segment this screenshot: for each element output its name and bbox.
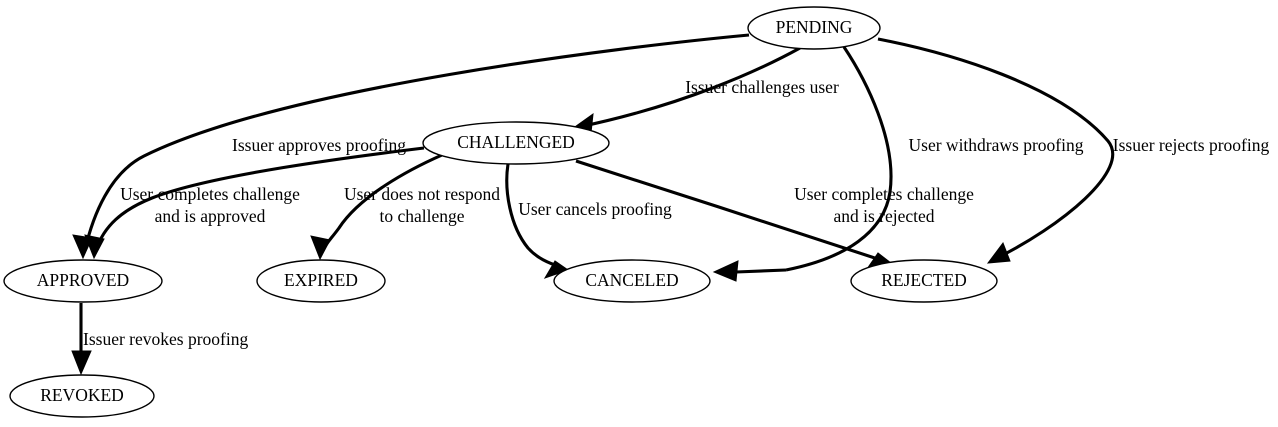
edge-pending-rejected-arrowhead bbox=[986, 241, 1011, 264]
edge-label-pending-rejected: Issuer rejects proofing bbox=[1113, 135, 1270, 155]
edge-label-approved-revoked: Issuer revokes proofing bbox=[83, 329, 248, 349]
edge-label-challenged-rejected-line2: and is rejected bbox=[833, 206, 934, 226]
node-expired[interactable]: EXPIRED bbox=[256, 259, 386, 303]
node-revoked-shape bbox=[9, 374, 155, 418]
node-approved-shape bbox=[3, 259, 163, 303]
edge-challenged-approved-arrowhead bbox=[84, 234, 105, 260]
edge-label-challenged-approved-line1: User completes challenge bbox=[120, 184, 300, 204]
edge-pending-rejected-path bbox=[877, 37, 1115, 261]
node-rejected-shape bbox=[850, 259, 998, 303]
edge-pending-canceled-path bbox=[785, 46, 893, 272]
node-challenged-shape bbox=[422, 121, 610, 165]
node-challenged[interactable]: CHALLENGED bbox=[422, 121, 610, 165]
node-rejected-label: REJECTED bbox=[881, 270, 967, 290]
edge-label-challenged-canceled: User cancels proofing bbox=[518, 199, 672, 219]
edge-label-challenged-expired-line1: User does not respond bbox=[344, 184, 500, 204]
node-challenged-label: CHALLENGED bbox=[457, 132, 575, 152]
node-expired-label: EXPIRED bbox=[284, 270, 358, 290]
edge-challenged-rejected[interactable]: User completes challenge and is rejected bbox=[575, 159, 974, 270]
edge-pending-approved-path bbox=[83, 33, 750, 251]
node-pending-label: PENDING bbox=[776, 17, 853, 37]
edge-challenged-rejected-path bbox=[575, 159, 885, 263]
edge-challenged-approved-path bbox=[94, 146, 425, 251]
edge-pending-canceled-path-tail bbox=[735, 268, 787, 274]
edge-label-challenged-rejected-line1: User completes challenge bbox=[794, 184, 974, 204]
node-canceled[interactable]: CANCELED bbox=[553, 259, 711, 303]
edge-label-challenged-approved-line2: and is approved bbox=[155, 206, 266, 226]
edge-approved-revoked[interactable]: Issuer revokes proofing bbox=[71, 303, 248, 376]
node-rejected[interactable]: REJECTED bbox=[850, 259, 998, 303]
node-pending-shape bbox=[747, 6, 881, 50]
node-canceled-shape bbox=[553, 259, 711, 303]
edge-challenged-expired-arrowhead bbox=[310, 235, 331, 261]
edge-challenged-canceled[interactable]: User cancels proofing bbox=[505, 163, 672, 279]
node-approved[interactable]: APPROVED bbox=[3, 259, 163, 303]
edge-challenged-approved[interactable]: User completes challenge and is approved bbox=[84, 146, 425, 260]
node-expired-shape bbox=[256, 259, 386, 303]
edge-challenged-canceled-arrowhead bbox=[543, 260, 570, 279]
node-approved-label: APPROVED bbox=[37, 270, 129, 290]
node-pending[interactable]: PENDING bbox=[747, 6, 881, 50]
node-canceled-label: CANCELED bbox=[585, 270, 678, 290]
edge-label-challenged-expired-line2: to challenge bbox=[379, 206, 464, 226]
edge-label-pending-approved: Issuer approves proofing bbox=[232, 135, 406, 155]
edge-label-pending-canceled: User withdraws proofing bbox=[909, 135, 1084, 155]
edge-pending-canceled[interactable]: User withdraws proofing bbox=[712, 46, 1084, 282]
edge-pending-challenged[interactable]: Issuer challenges user bbox=[570, 46, 839, 134]
edge-label-pending-challenged: Issuer challenges user bbox=[685, 77, 839, 97]
edge-pending-canceled-arrowhead bbox=[712, 260, 739, 282]
edge-challenged-expired[interactable]: User does not respond to challenge bbox=[310, 153, 500, 261]
edge-approved-revoked-arrowhead bbox=[71, 350, 92, 376]
edge-pending-rejected[interactable]: Issuer rejects proofing bbox=[877, 37, 1270, 264]
edge-challenged-canceled-path bbox=[505, 163, 562, 269]
node-revoked-label: REVOKED bbox=[40, 385, 124, 405]
node-revoked[interactable]: REVOKED bbox=[9, 374, 155, 418]
edge-pending-challenged-path bbox=[578, 46, 801, 129]
